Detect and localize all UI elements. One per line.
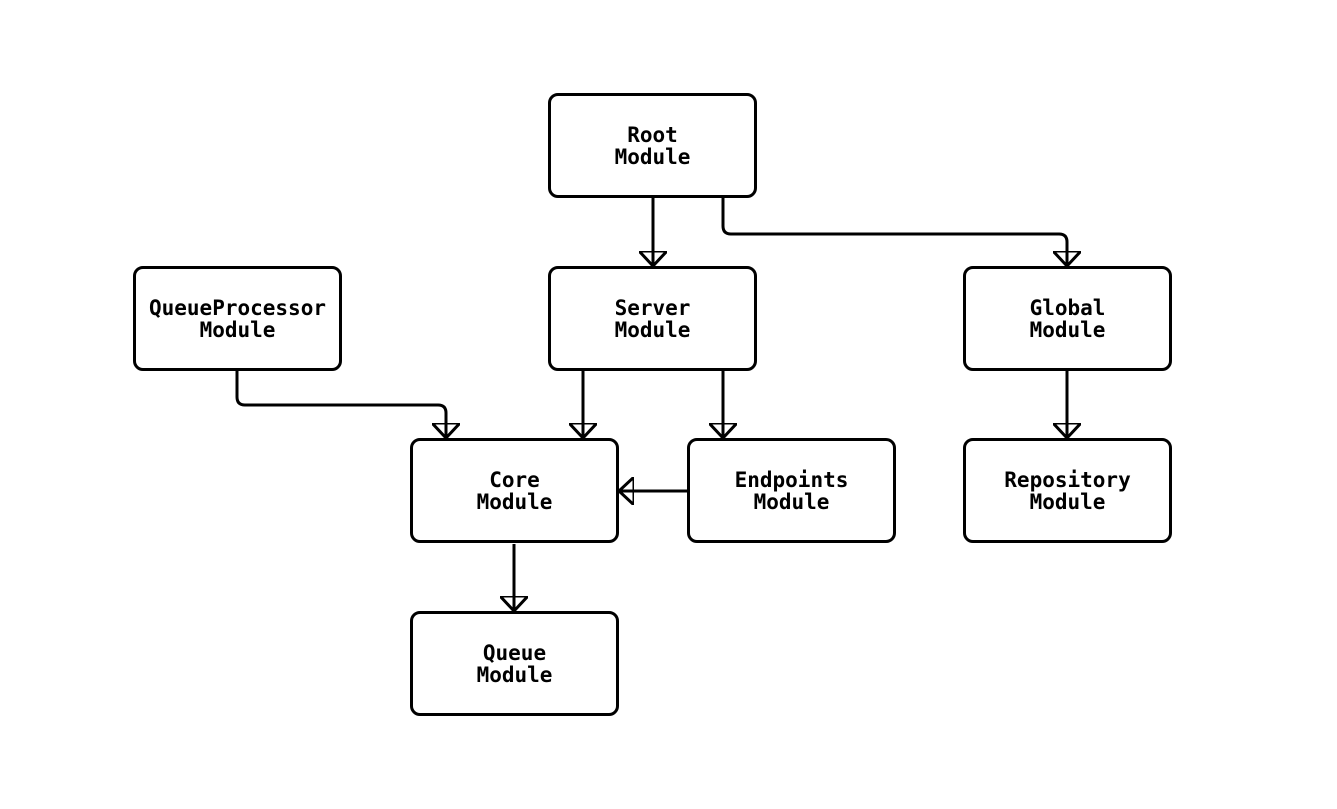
node-repository-module: Repository Module (963, 438, 1172, 543)
node-queueprocessor-module-label: QueueProcessor Module (148, 295, 326, 342)
node-queue-module: Queue Module (410, 611, 619, 716)
node-server-module: Server Module (548, 266, 757, 371)
node-repository-module-label: Repository Module (1004, 467, 1131, 514)
edge-queueprocessor-to-core (235, 371, 446, 437)
node-endpoints-module-label: Endpoints Module (734, 467, 849, 514)
node-queue-module-label: Queue Module (476, 640, 553, 687)
node-root-module: Root Module (548, 93, 757, 198)
node-global-module-label: Global Module (1029, 295, 1106, 342)
edge-root-to-global (721, 197, 1067, 265)
node-global-module: Global Module (963, 266, 1172, 371)
node-root-module-label: Root Module (614, 122, 691, 169)
node-endpoints-module: Endpoints Module (687, 438, 896, 543)
node-core-module-label: Core Module (476, 467, 553, 514)
node-core-module: Core Module (410, 438, 619, 543)
node-server-module-label: Server Module (614, 295, 691, 342)
node-queueprocessor-module: QueueProcessor Module (133, 266, 342, 371)
